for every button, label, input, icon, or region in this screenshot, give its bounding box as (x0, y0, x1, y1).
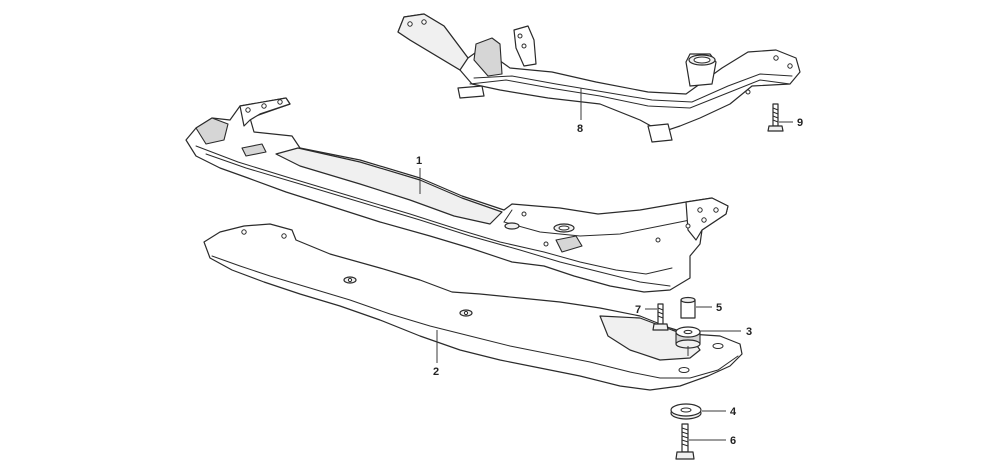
callout-1: 1 (416, 155, 422, 167)
bolt-part-6 (675, 423, 695, 460)
bolt-part-9 (767, 103, 784, 132)
washer-part-4 (670, 403, 702, 420)
rubber-mount-part-3 (675, 326, 701, 356)
crossmember-part-1 (185, 97, 729, 293)
bolt-part-7 (652, 303, 669, 331)
callout-7: 7 (635, 304, 641, 316)
crossmember-part-8 (397, 13, 801, 143)
callout-5: 5 (716, 302, 722, 314)
callout-labels: 1 2 3 4 5 6 7 8 9 (416, 117, 803, 447)
callout-8: 8 (577, 123, 583, 135)
callout-4: 4 (730, 406, 737, 418)
callout-9: 9 (797, 117, 803, 129)
callout-3: 3 (746, 326, 752, 338)
callout-2: 2 (433, 366, 439, 378)
callout-6: 6 (730, 435, 736, 447)
bushing-part-5 (680, 296, 696, 319)
skid-plate-part-2 (203, 223, 743, 391)
leader-lines (419, 88, 793, 441)
